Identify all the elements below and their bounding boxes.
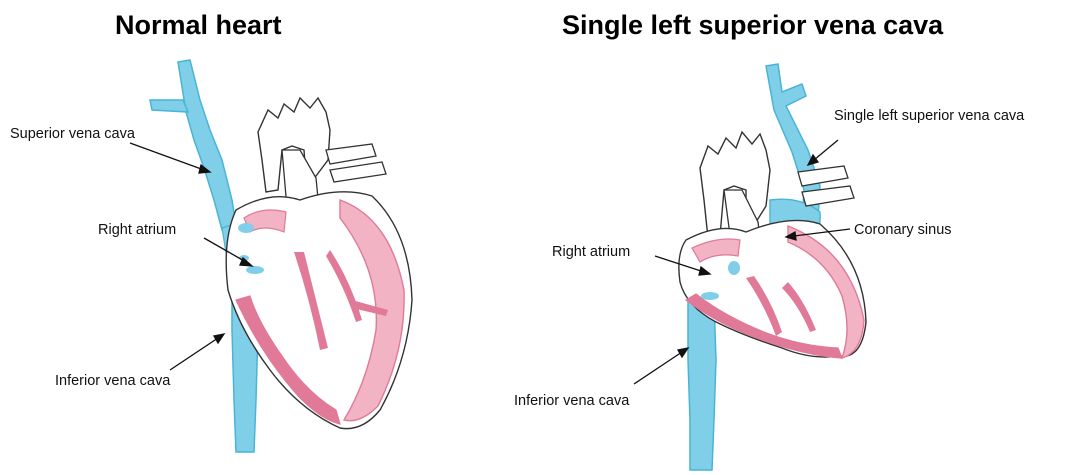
label-superior-vena-cava: Superior vena cava [10, 126, 135, 142]
pulmonary-artery [326, 144, 376, 164]
label-inferior-vena-cava: Inferior vena cava [55, 373, 170, 389]
label-single-left-svc: Single left superior vena cava [834, 108, 1024, 124]
label-right-atrium-right: Right atrium [552, 244, 630, 260]
inferior-vena-cava-right [688, 300, 716, 470]
lsvc-heart-panel: Single left superior vena cava [520, 0, 1080, 475]
label-inferior-vena-cava-right: Inferior vena cava [514, 393, 629, 409]
label-coronary-sinus: Coronary sinus [854, 222, 952, 238]
superior-vena-cava [178, 60, 236, 230]
label-right-atrium: Right atrium [98, 222, 176, 238]
normal-heart-panel: Normal heart [0, 0, 520, 475]
normal-heart-illustration [0, 0, 520, 475]
